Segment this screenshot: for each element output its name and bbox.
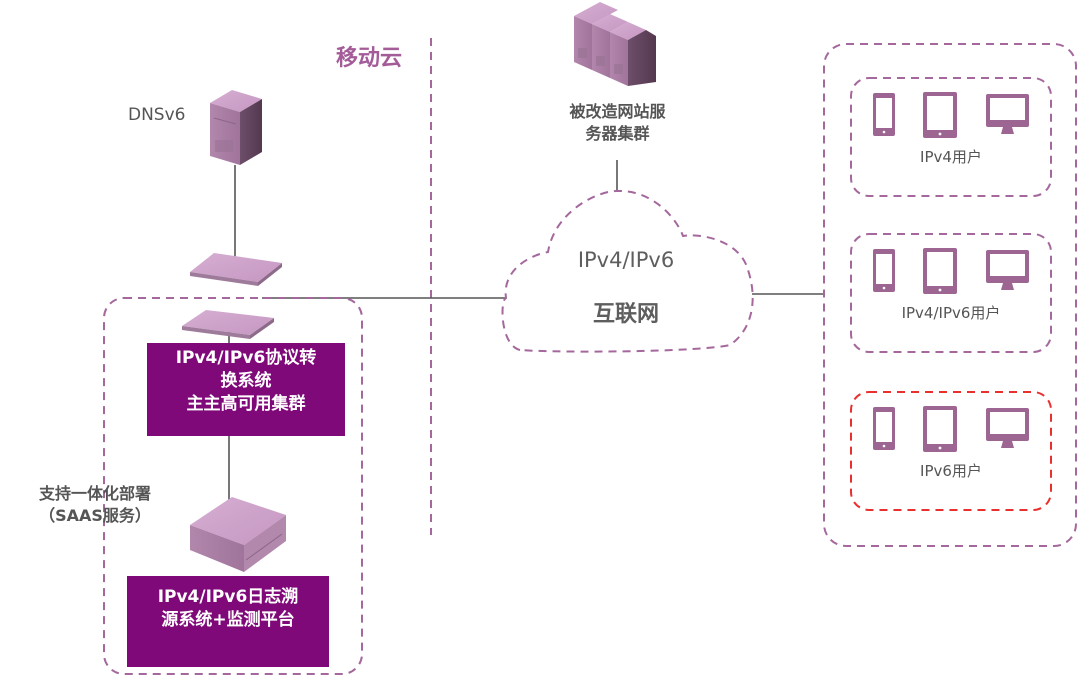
log-tracing-system: IPv4/IPv6日志溯 源系统+监测平台 [127, 576, 329, 667]
phone-icon [873, 407, 895, 450]
internet-label-line1: IPv4/IPv6 [577, 248, 675, 272]
phone-icon [873, 249, 895, 292]
switch-icon [190, 253, 282, 286]
server-cluster-icon [574, 2, 656, 86]
protocol-switch-icon [182, 310, 274, 339]
user-group-box [850, 391, 1052, 511]
tablet-icon [923, 248, 957, 294]
phone-icon [873, 93, 895, 136]
monitor-icon [986, 94, 1029, 134]
mobile-cloud-label: 移动云 [336, 46, 403, 71]
tower-server-icon [210, 90, 262, 165]
user-group-label: IPv6用户 [920, 462, 982, 480]
internet-label-line2: 互联网 [592, 302, 659, 327]
user-group-label: IPv4/IPv6用户 [901, 304, 1001, 322]
users-boundary [823, 43, 1077, 547]
appliance-icon [190, 497, 286, 572]
internet-cloud-icon [501, 189, 754, 353]
user-group-box [850, 233, 1052, 353]
dns-label: DNSv6 [128, 105, 186, 125]
website-cluster-label: 被改造网站服 务器集群 [569, 102, 666, 143]
protocol-conversion-system: IPv4/IPv6协议转 换系统 主主高可用集群 [147, 343, 345, 436]
user-group-label: IPv4用户 [920, 148, 982, 166]
tablet-icon [923, 406, 957, 452]
user-group-box [850, 77, 1052, 197]
monitor-icon [986, 408, 1029, 448]
deployment-note: 支持一体化部署 （SAAS服务） [38, 484, 151, 525]
monitor-icon [986, 250, 1029, 290]
tablet-icon [923, 92, 957, 138]
